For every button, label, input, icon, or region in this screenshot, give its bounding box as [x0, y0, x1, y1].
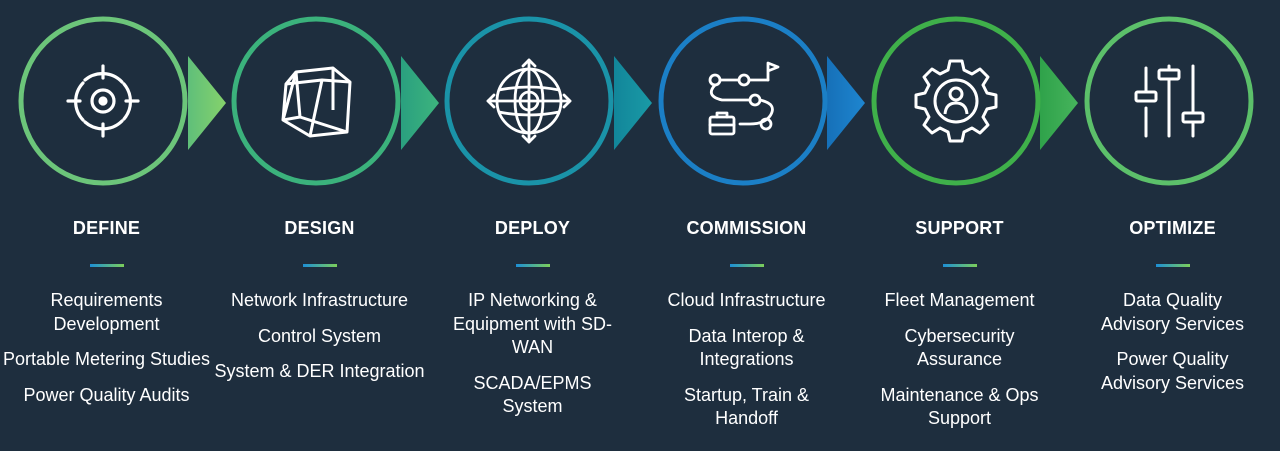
- stage-title: OPTIMIZE: [1129, 218, 1216, 238]
- globe-arrows-icon: [486, 58, 572, 144]
- list-item: Data Interop & Integrations: [688, 325, 805, 370]
- target-crosshair-icon: [66, 64, 140, 138]
- list-item: Maintenance & Ops Support: [880, 384, 1039, 429]
- list-item: Fleet Management: [884, 290, 1035, 310]
- stage-title: COMMISSION: [686, 218, 807, 238]
- route-path-icon: [708, 61, 780, 136]
- stage-divider: [1155, 264, 1190, 267]
- stage-item-list: Fleet Management Cybersecurity Assurance…: [853, 289, 1066, 443]
- stage-design: DESIGN Network Infrastructure Control Sy…: [213, 0, 426, 451]
- stage-divider: [89, 264, 124, 267]
- stage-item-list: Cloud Infrastructure Data Interop & Inte…: [640, 289, 853, 443]
- stage-title: DEFINE: [72, 218, 141, 238]
- list-item: Requirements Development: [50, 290, 163, 334]
- wireframe-cube-icon: [281, 66, 352, 138]
- stage-item-list: Requirements Development Portable Meteri…: [0, 289, 213, 419]
- list-item: IP Networking & Equipment with SD-WAN: [452, 290, 613, 357]
- list-item: Control System: [257, 325, 382, 346]
- list-item: Startup, Train & Handoff: [683, 384, 810, 429]
- stage-item-list: Network Infrastructure Control System Sy…: [213, 289, 426, 396]
- list-item: Network Infrastructure: [230, 290, 409, 310]
- connector-arrow-1: [188, 56, 226, 150]
- connector-arrow-3: [614, 56, 652, 150]
- sliders-icon: [1134, 64, 1205, 138]
- stage-title: DESIGN: [284, 218, 355, 238]
- list-item: Power Quality Advisory Services: [1100, 349, 1245, 393]
- list-item: Data Quality Advisory Services: [1100, 290, 1245, 334]
- list-item: Portable Metering Studies: [2, 349, 211, 369]
- stage-support: SUPPORT Fleet Management Cybersecurity A…: [853, 0, 1066, 451]
- list-item: Cybersecurity Assurance: [904, 325, 1015, 370]
- connector-arrow-2: [401, 56, 439, 150]
- stage-divider: [729, 264, 764, 267]
- stage-title: SUPPORT: [915, 218, 1004, 238]
- stage-divider: [942, 264, 977, 267]
- stage-divider: [515, 264, 550, 267]
- gear-user-icon: [914, 59, 998, 143]
- stage-divider: [302, 264, 337, 267]
- connector-arrow-5: [1040, 56, 1078, 150]
- stage-title: DEPLOY: [494, 218, 571, 238]
- list-item: Power Quality Audits: [23, 384, 190, 405]
- list-item: System & DER Integration: [214, 361, 425, 381]
- connector-arrow-4: [827, 56, 865, 150]
- stage-item-list: IP Networking & Equipment with SD-WAN SC…: [426, 289, 639, 431]
- stage-commission: COMMISSION Cloud Infrastructure Data Int…: [640, 0, 853, 451]
- stage-deploy: DEPLOY IP Networking & Equipment with SD…: [426, 0, 639, 451]
- list-item: Cloud Infrastructure: [667, 290, 826, 310]
- stage-define: DEFINE Requirements Development Portable…: [0, 0, 213, 451]
- stage-optimize: OPTIMIZE Data Quality Advisory Services …: [1066, 0, 1279, 451]
- list-item: SCADA/EPMS System: [473, 372, 592, 417]
- stage-item-list: Data Quality Advisory Services Power Qua…: [1066, 289, 1279, 407]
